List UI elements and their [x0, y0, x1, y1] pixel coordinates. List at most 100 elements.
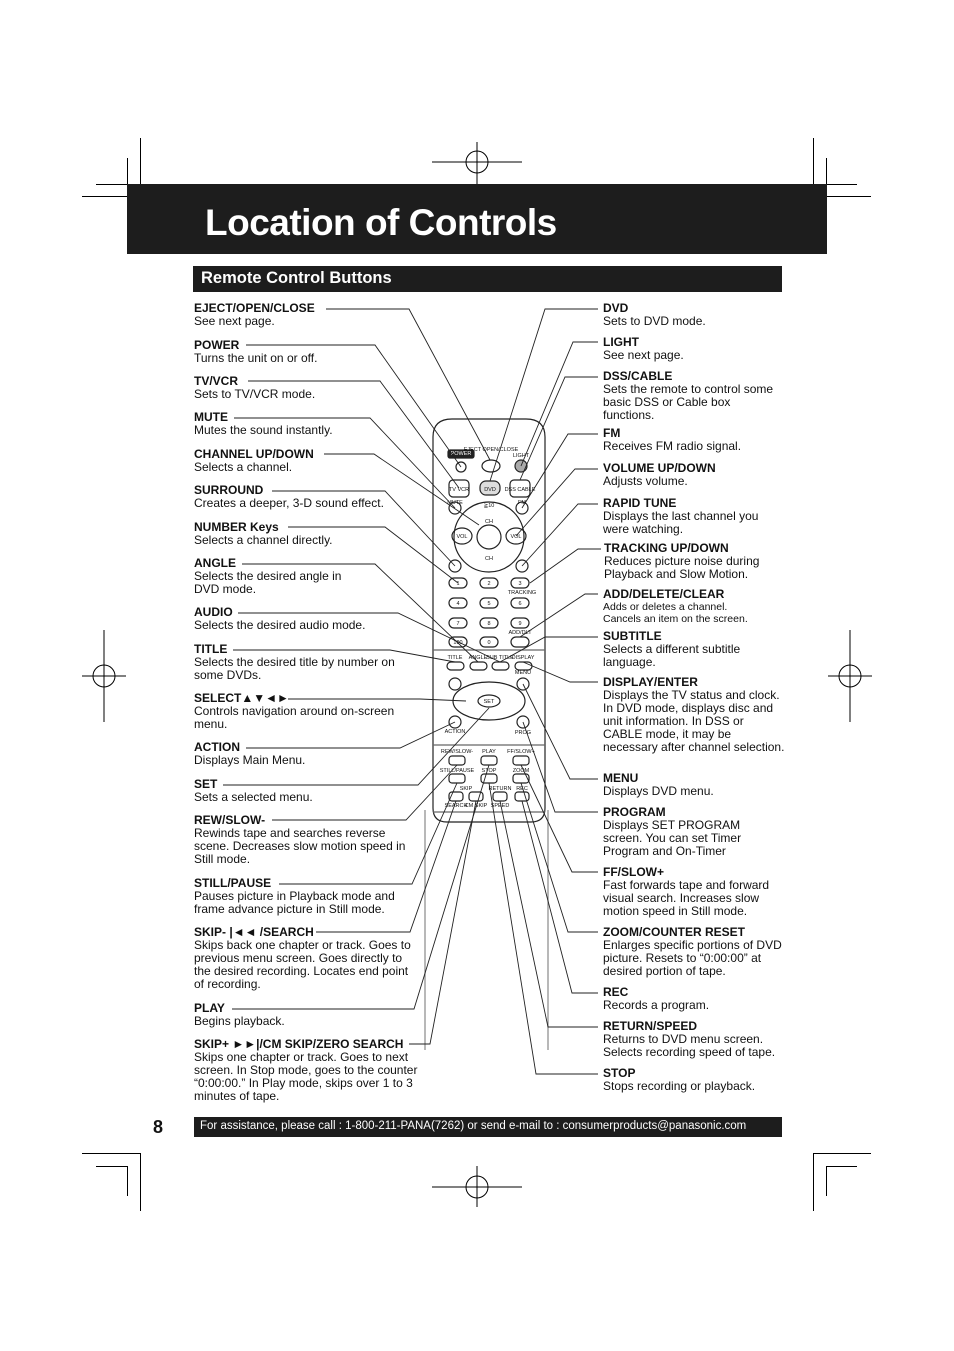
- remote-label: CH: [485, 556, 493, 562]
- remote-label: FM: [518, 500, 526, 506]
- entry-add-delete: ADD/DELETE/CLEAR Adds or deletes a chann…: [603, 588, 763, 626]
- entry-label: DISPLAY/ENTER: [603, 675, 698, 689]
- entry-desc: Turns the unit on or off.: [194, 351, 318, 365]
- remote-label: POWER: [451, 451, 472, 457]
- entry-skip-plus: SKIP+ ►►|/CM SKIP/ZERO SEARCH Skips one …: [194, 1038, 430, 1103]
- key-label: 5: [487, 601, 490, 607]
- entry-desc: Displays the TV status and clock. In DVD…: [603, 688, 785, 754]
- remote-label: ZOOM: [513, 768, 530, 774]
- entry-menu: MENU Displays DVD menu.: [603, 772, 785, 798]
- entry-label: CHANNEL UP/DOWN: [194, 447, 314, 461]
- section-header: Remote Control Buttons: [193, 266, 782, 292]
- entry-label: TITLE: [194, 642, 228, 656]
- entry-label: SET: [194, 777, 218, 791]
- entry-label: PROGRAM: [603, 805, 666, 819]
- entry-label: ACTION: [194, 740, 240, 754]
- remote-label: REW/SLOW-: [441, 749, 473, 755]
- entry-label: EJECT/OPEN/CLOSE: [194, 301, 315, 315]
- remote-label: DVD: [484, 487, 496, 493]
- entry-surround: SURROUND Creates a deeper, 3-D sound eff…: [194, 484, 412, 510]
- crop-mark: [826, 158, 827, 184]
- crop-mark: [826, 184, 857, 185]
- entry-dss-cable: DSS/CABLE Sets the remote to control som…: [603, 370, 785, 422]
- key-label: 6: [518, 601, 521, 607]
- remote-label: SET: [484, 699, 495, 705]
- entry-label: DVD: [603, 301, 629, 315]
- entry-subtitle: SUBTITLE Selects a different subtitle la…: [603, 630, 763, 669]
- entry-desc: Records a program.: [603, 998, 710, 1012]
- entry-label: SUBTITLE: [603, 629, 662, 643]
- crop-mark: [82, 196, 140, 197]
- page-number: 8: [153, 1117, 164, 1137]
- crop-mark: [813, 138, 814, 196]
- remote-label: STILL/PAUSE: [440, 768, 475, 774]
- key-label: 2: [487, 581, 490, 587]
- entry-desc: Sets to DVD mode.: [603, 314, 706, 328]
- entry-label: AUDIO: [194, 605, 233, 619]
- entry-label: MUTE: [194, 410, 228, 424]
- entry-label: TRACKING UP/DOWN: [604, 541, 729, 555]
- entry-tv-vcr: TV/VCR Sets to TV/VCR mode.: [194, 375, 412, 401]
- entry-label: PLAY: [194, 1001, 225, 1015]
- entry-desc: Pauses picture in Playback mode and fram…: [194, 889, 395, 916]
- entry-power: POWER Turns the unit on or off.: [194, 339, 412, 365]
- entry-mute: MUTE Mutes the sound instantly.: [194, 411, 412, 437]
- remote-label: ACTION: [445, 729, 466, 735]
- entry-angle: ANGLE Selects the desired angle in DVD m…: [194, 557, 344, 596]
- entry-label: ANGLE: [194, 556, 236, 570]
- entry-still-pause: STILL/PAUSE Pauses picture in Playback m…: [194, 877, 412, 916]
- entry-label: SKIP- |◄◄ /SEARCH: [194, 925, 314, 939]
- entry-label: FM: [603, 426, 621, 440]
- entry-label: RETURN/SPEED: [603, 1019, 698, 1033]
- crop-mark: [813, 1153, 871, 1154]
- remote-label: PLAY: [482, 749, 496, 755]
- entry-zoom: ZOOM/COUNTER RESET Enlarges specific por…: [603, 926, 785, 978]
- entry-desc: Rewinds tape and searches reverse scene.…: [194, 826, 406, 866]
- entry-desc: Skips back one chapter or track. Goes to…: [194, 938, 411, 991]
- entry-audio: AUDIO Selects the desired audio mode.: [194, 606, 412, 632]
- entry-desc: Controls navigation around on-screen men…: [194, 704, 395, 731]
- crop-mark: [140, 138, 141, 196]
- entry-ff-slow: FF/SLOW+ Fast forwards tape and forward …: [603, 866, 779, 918]
- entry-fm: FM Receives FM radio signal.: [603, 427, 785, 453]
- entry-label: STILL/PAUSE: [194, 876, 272, 890]
- entry-label: NUMBER Keys: [194, 520, 279, 534]
- entry-desc: Sets to TV/VCR mode.: [194, 387, 316, 401]
- page-title: Location of Controls: [205, 202, 557, 243]
- entry-desc: Sets the remote to control some basic DS…: [603, 382, 774, 422]
- entry-desc: See next page.: [194, 314, 275, 328]
- footer-text: For assistance, please call : 1-800-211-…: [200, 1120, 747, 1132]
- key-label: 9: [518, 621, 521, 627]
- entry-dvd: DVD Sets to DVD mode.: [603, 302, 785, 328]
- entry-label: MENU: [603, 771, 639, 785]
- crop-mark: [127, 158, 128, 184]
- entry-rapid-tune: RAPID TUNE Displays the last channel you…: [603, 497, 773, 536]
- entry-display-enter: DISPLAY/ENTER Displays the TV status and…: [603, 676, 785, 754]
- remote-label: CH: [485, 519, 493, 525]
- entry-stop: STOP Stops recording or playback.: [603, 1067, 785, 1093]
- entry-desc: Creates a deeper, 3-D sound effect.: [194, 496, 384, 510]
- crop-mark: [96, 1166, 127, 1167]
- entry-label: REW/SLOW-: [194, 813, 266, 827]
- entry-desc: Begins playback.: [194, 1014, 285, 1028]
- remote-label: STOP: [482, 768, 497, 774]
- entry-desc: Stops recording or playback.: [603, 1079, 756, 1093]
- crop-mark: [140, 1153, 141, 1211]
- entry-desc: Receives FM radio signal.: [603, 439, 742, 453]
- entry-desc: Displays DVD menu.: [603, 784, 714, 798]
- entry-desc: Enlarges specific portions of DVD pictur…: [603, 938, 782, 978]
- entry-label: POWER: [194, 338, 240, 352]
- remote-label: MUTE: [447, 500, 463, 506]
- key-label: 1: [456, 581, 459, 587]
- entry-label: VOLUME UP/DOWN: [603, 461, 716, 475]
- entry-desc: Skips one chapter or track. Goes to next…: [194, 1050, 418, 1103]
- entry-channel: CHANNEL UP/DOWN Selects a channel.: [194, 448, 412, 474]
- entry-desc: Sets a selected menu.: [194, 790, 313, 804]
- entry-desc: Fast forwards tape and forward visual se…: [603, 878, 770, 918]
- remote-label: MENU: [515, 670, 531, 676]
- entry-select: SELECT▲▼◄► Controls navigation around on…: [194, 692, 412, 731]
- entry-action: ACTION Displays Main Menu.: [194, 741, 412, 767]
- entry-number-keys: NUMBER Keys Selects a channel directly.: [194, 521, 412, 547]
- remote-label: TV VCR: [449, 487, 469, 493]
- key-label: 3: [518, 581, 521, 587]
